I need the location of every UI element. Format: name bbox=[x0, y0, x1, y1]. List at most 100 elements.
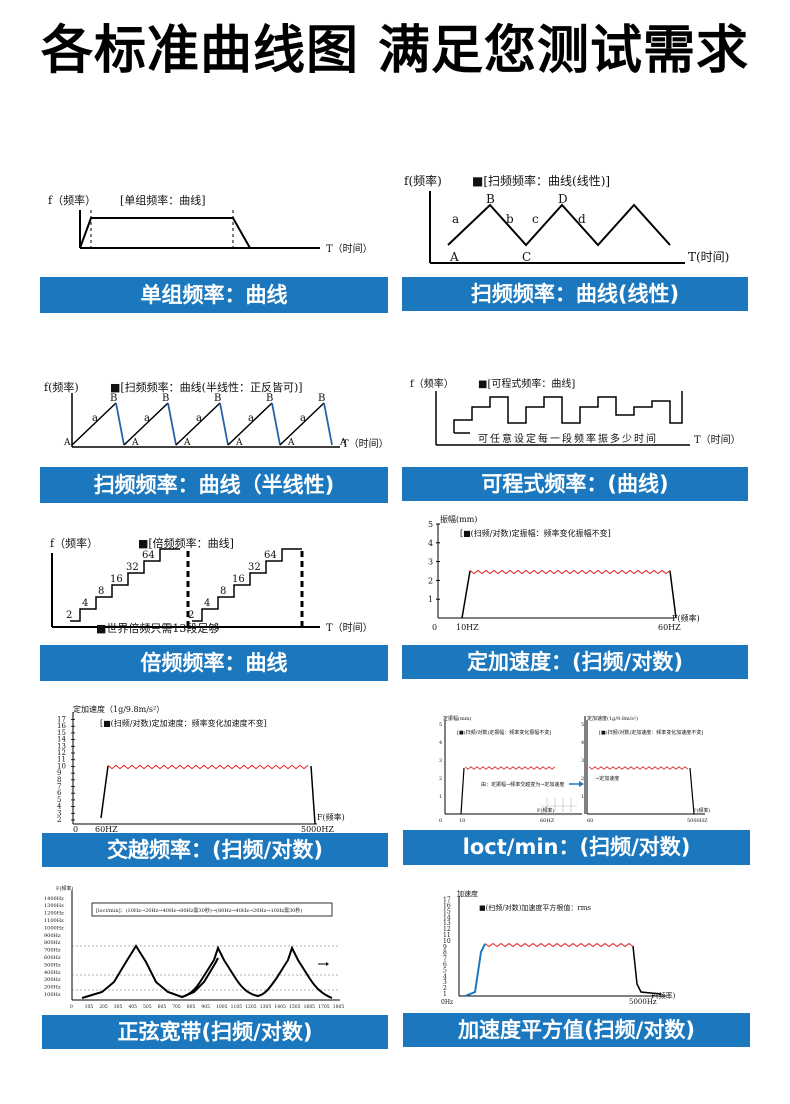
p7-red-wave bbox=[107, 764, 309, 770]
p6-x-label: F(频率) bbox=[672, 613, 700, 623]
saw-peak-label: B bbox=[214, 393, 221, 404]
p10-y-tick: 11 bbox=[443, 932, 451, 939]
p10-y-tick: 10 bbox=[443, 938, 451, 945]
p9-x-tick: 1705 bbox=[318, 1004, 330, 1010]
p6-y-tick: 2 bbox=[428, 576, 433, 585]
p10-title: ■(扫频/对数)加速度平方根值：rms bbox=[479, 903, 591, 912]
p9-y-label: F(频率) bbox=[56, 885, 73, 892]
p9-x-tick: 305 bbox=[114, 1004, 123, 1010]
panel-programmable: f（频率） ■[可程式频率：曲线] 可任意设定每一段频率振多少时间 T（时间） bbox=[400, 375, 750, 455]
octave-step-label: 8 bbox=[220, 586, 226, 597]
p8-lx-1: 10 bbox=[459, 818, 465, 824]
p8-y-tick: 5 bbox=[581, 722, 584, 728]
p2-seg-b: b bbox=[506, 212, 514, 226]
p10-y-tick: 4 bbox=[443, 973, 447, 980]
p7-y-tick: 2 bbox=[57, 816, 61, 824]
saw-peak-label: B bbox=[266, 393, 273, 404]
octave-step-label: 4 bbox=[82, 598, 88, 609]
saw-peak-label: B bbox=[110, 393, 117, 404]
p9-y-tick: 100Hz bbox=[44, 992, 61, 998]
octave-step-label: 2 bbox=[188, 610, 194, 621]
p7-y-tick: 13 bbox=[57, 742, 66, 750]
p7-x-tick-0: 0 bbox=[73, 825, 78, 834]
octave-step-label: 8 bbox=[98, 586, 104, 597]
p8-arrow-note: 由：定振幅→频率交越变为→定加速度 bbox=[481, 781, 564, 788]
p7-y-tick: 5 bbox=[57, 796, 61, 804]
p7-x-tick-2: 5000HZ bbox=[301, 825, 334, 834]
p9-x-tick: 0 bbox=[70, 1004, 73, 1010]
p7-y-tick: 17 bbox=[57, 716, 66, 724]
p9-y-tick: 900Hz bbox=[44, 933, 61, 939]
p7-y-tick: 9 bbox=[57, 769, 61, 777]
p7-y-tick: 16 bbox=[57, 722, 66, 730]
programmable-diagram: f（频率） ■[可程式频率：曲线] 可任意设定每一段频率振多少时间 T（时间） bbox=[410, 377, 741, 446]
saw-peak-label: B bbox=[318, 393, 325, 404]
p9-x-tick: 1105 bbox=[231, 1004, 243, 1010]
label-constant-amplitude: 定加速度：(扫频/对数) bbox=[402, 645, 748, 679]
p9-y-tick: 400Hz bbox=[44, 970, 61, 976]
p9-x-tick: 1405 bbox=[274, 1004, 286, 1010]
p8-y-tick: 3 bbox=[581, 758, 584, 764]
p6-x-tick-0: 0 bbox=[432, 623, 437, 632]
p5-y-label: f（频率） bbox=[50, 536, 98, 550]
p10-y-tick: 15 bbox=[443, 908, 451, 915]
label-octave: 倍频频率：曲线 bbox=[40, 645, 388, 681]
p10-red-wave bbox=[484, 942, 634, 948]
saw-seg-label: a bbox=[144, 413, 150, 424]
p2-seg-c: c bbox=[532, 212, 539, 226]
p9-x-tick: 1505 bbox=[289, 1004, 301, 1010]
saw-rise bbox=[123, 402, 169, 446]
saw-fall bbox=[323, 402, 333, 446]
p6-y-tick: 4 bbox=[428, 539, 433, 548]
p8-left-red-wave bbox=[464, 766, 556, 770]
octave-step-label: 64 bbox=[142, 550, 155, 561]
saw-rise bbox=[279, 402, 325, 446]
p7-y-tick: 10 bbox=[57, 762, 66, 770]
headline: 各标准曲线图 满足您测试需求 bbox=[40, 21, 750, 81]
p7-y-tick: 14 bbox=[57, 736, 66, 744]
p9-x-tick: 705 bbox=[172, 1004, 181, 1010]
semilinear-sweep-diagram: f(频率) ■[扫频频率：曲线(半线性：正反皆可)] BaABaABaABaAB… bbox=[44, 380, 389, 450]
p9-y-tick: 1400Hz bbox=[44, 896, 64, 902]
p1-y-label: f（频率） bbox=[48, 193, 96, 207]
p10-y-tick: 13 bbox=[443, 920, 451, 927]
p5-x-label: T（时间） bbox=[326, 621, 373, 634]
p10-y-label: 加速度 bbox=[457, 889, 478, 898]
p8-right-y-label: 定加速度(1g/9.8m/s²) bbox=[587, 715, 638, 722]
octave-step-label: 64 bbox=[264, 550, 277, 561]
p4-note: 可任意设定每一段频率振多少时间 bbox=[478, 432, 658, 445]
saw-trough-label: A bbox=[287, 438, 295, 448]
p8-left-title: [■(扫频/对数)定振幅：频率变化振幅不变] bbox=[457, 729, 551, 736]
p8-y-tick: 2 bbox=[439, 776, 442, 782]
saw-trough-label: A bbox=[235, 438, 243, 448]
p1-x-label: T（时间） bbox=[326, 242, 373, 255]
p9-x-tick: 805 bbox=[187, 1004, 196, 1010]
p2-y-label: f(频率) bbox=[404, 173, 442, 188]
p7-y-tick: 11 bbox=[57, 756, 66, 764]
p10-x-label: F(频率) bbox=[651, 991, 676, 1000]
octave-step-label: 4 bbox=[204, 598, 210, 609]
p7-y-tick: 7 bbox=[57, 783, 61, 791]
sine-wideband-chart: F(频率) [loct/min]：(10Hz→20Hz→40Hz→80Hz需30… bbox=[44, 885, 344, 1010]
p9-y-tick: 1200Hz bbox=[44, 911, 64, 917]
saw-fall bbox=[167, 402, 177, 446]
saw-peak-label: B bbox=[162, 393, 169, 404]
p10-y-tick: 6 bbox=[443, 962, 447, 969]
p2-peak-b: B bbox=[486, 192, 495, 206]
p10-y-tick: 14 bbox=[443, 914, 451, 921]
p10-y-tick: 5 bbox=[443, 967, 447, 974]
p8-left-x-label: F(频率) bbox=[537, 807, 554, 814]
p2-x-label: T(时间) bbox=[688, 250, 729, 264]
p9-y-tick: 200Hz bbox=[44, 985, 61, 991]
p9-x-tick: 505 bbox=[143, 1004, 152, 1010]
octave-staircase bbox=[192, 548, 302, 622]
saw-seg-label: a bbox=[92, 413, 98, 424]
p9-x-tick: 605 bbox=[158, 1004, 167, 1010]
p7-y-label: 定加速度（1g/9.8m/s²） bbox=[73, 704, 164, 714]
p5-title: ■[倍频频率：曲线] bbox=[138, 536, 234, 550]
p10-y-tick: 2 bbox=[443, 985, 447, 992]
